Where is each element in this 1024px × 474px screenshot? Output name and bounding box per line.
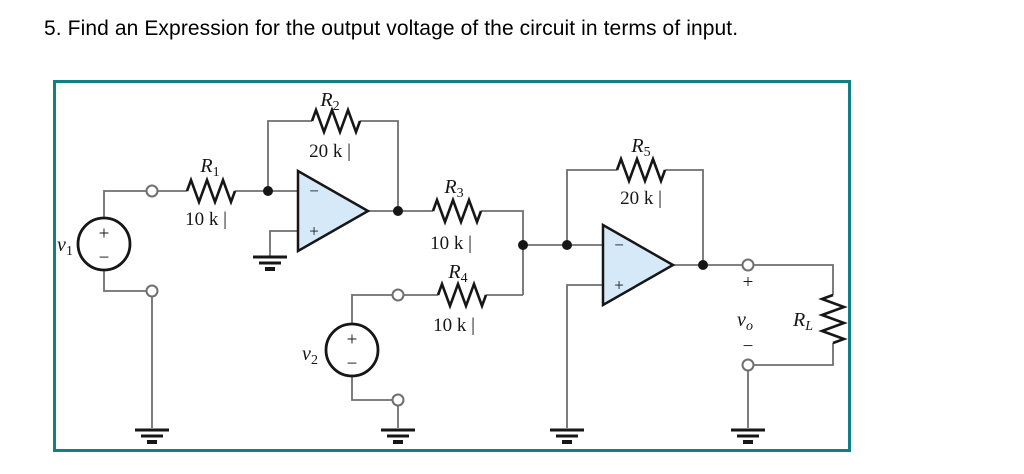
value-r4: 10 k |: [433, 315, 475, 336]
source-v1: + −: [76, 216, 132, 272]
label-vo: vo: [737, 309, 753, 334]
wire-opamp2-plus-ground: [566, 284, 603, 428]
output-minus-sign: −: [743, 336, 754, 357]
opamp-1: − +: [296, 168, 371, 254]
resistor-rl: [818, 293, 848, 345]
resistor-r2: [310, 106, 362, 136]
ground-opamp2: [550, 428, 584, 444]
label-r3: R3: [443, 176, 463, 201]
label-rl: RL: [792, 309, 813, 334]
label-v1: v1: [57, 234, 73, 259]
resistor-group: [185, 106, 848, 345]
terminal-circle: [391, 288, 405, 302]
wire-v1-bottom: [103, 270, 147, 292]
v1-minus-sign: −: [99, 248, 110, 269]
terminal-circle: [741, 258, 755, 272]
wire-output-bottom: [753, 343, 834, 366]
value-r5: 20 k |: [620, 188, 662, 209]
node-dot: [393, 206, 403, 216]
value-r2: 20 k |: [309, 141, 351, 162]
opamp2-inverting-sign: −: [614, 236, 624, 255]
source-v2: + −: [324, 322, 380, 378]
label-r4: R4: [447, 261, 467, 286]
node-dot: [698, 260, 708, 270]
wire-feedback1-left: [267, 120, 312, 191]
terminal-circle: [741, 358, 755, 372]
ground-output: [731, 428, 765, 444]
ground-v1: [135, 428, 169, 444]
label-r2: R2: [319, 89, 339, 114]
junction-dots: [263, 186, 708, 270]
resistor-r3: [431, 196, 483, 226]
opamp-2: − +: [601, 222, 676, 308]
terminal-circle: [145, 184, 159, 198]
problem-statement: 5. Find an Expression for the output vol…: [44, 17, 739, 40]
node-dot: [562, 240, 572, 250]
opamp1-inverting-sign: −: [309, 182, 319, 201]
voltage-source-circle: [76, 216, 132, 272]
wire-opamp1-plus-ground: [269, 230, 298, 257]
terminal-circle: [145, 284, 159, 298]
node-dot: [518, 240, 528, 250]
node-dot: [263, 186, 273, 196]
circuit-diagram: + − + − − + − +: [53, 80, 851, 452]
opamp1-noninverting-sign: +: [309, 222, 319, 241]
voltage-source-circle: [324, 322, 380, 378]
wire-feedback2-left: [566, 169, 617, 245]
value-r3: 10 k |: [430, 233, 472, 254]
v1-plus-sign: +: [99, 224, 110, 245]
v2-plus-sign: +: [347, 330, 358, 351]
wire-r3-down: [481, 210, 524, 295]
circuit-figure: + − + − − + − +: [53, 80, 851, 457]
resistor-r1: [185, 176, 237, 206]
label-v2: v2: [302, 343, 318, 368]
resistor-r5: [615, 155, 667, 185]
wire-feedback2-right: [665, 169, 704, 265]
wire-v2-top: [351, 294, 393, 324]
opamp2-noninverting-sign: +: [614, 276, 624, 295]
opamp-triangle: [296, 168, 371, 254]
wire-feedback1-right: [360, 120, 399, 211]
output-plus-sign: +: [743, 272, 754, 293]
ground-v2: [381, 428, 415, 444]
value-r1: 10 k |: [185, 209, 227, 230]
opamp-triangle: [601, 222, 676, 308]
figure-border: [53, 80, 851, 452]
label-r5: R5: [630, 135, 650, 160]
ground-opamp1: [253, 255, 287, 271]
v2-minus-sign: −: [347, 354, 358, 375]
wire-v2-bottom: [351, 376, 393, 401]
resistor-r4: [436, 280, 488, 310]
wire-v1-top: [103, 190, 147, 218]
open-terminals: [145, 184, 755, 407]
label-r1: R1: [199, 155, 219, 180]
wire-output-top: [753, 264, 834, 295]
label-group: R1 10 k | R2 20 k | R3 10 k | R4 10 k | …: [57, 89, 813, 368]
terminal-circle: [391, 393, 405, 407]
